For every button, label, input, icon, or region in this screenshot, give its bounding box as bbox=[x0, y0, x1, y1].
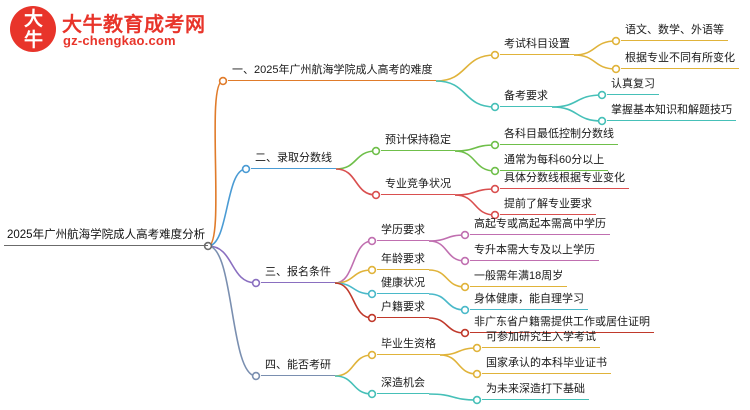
site-logo: 大 牛 大牛教育成考网 gz-chengkao.com bbox=[8, 6, 206, 54]
branch-4-child-1-leaf-2: 国家承认的本科毕业证书 bbox=[482, 355, 611, 374]
branch-4-child-2-leaf-1: 为未来深造打下基础 bbox=[482, 381, 589, 400]
branch-4-child-1-leaf-1: 可参加研究生入学考试 bbox=[482, 329, 600, 348]
branch-2-child-1-leaf-2: 通常为每科60分以上 bbox=[500, 152, 609, 171]
branch-1-child-1-leaf-2: 根据专业不同有所变化 bbox=[621, 50, 739, 69]
branch-3-label: 三、报名条件 bbox=[261, 264, 335, 283]
branch-2-child-1-leaf-1: 各科目最低控制分数线 bbox=[500, 126, 618, 145]
branch-1-child-2-leaf-2: 掌握基本知识和解题技巧 bbox=[607, 102, 736, 121]
logo-subtitle: gz-chengkao.com bbox=[63, 33, 176, 48]
branch-3-child-1-leaf-1: 高起专或高起本需高中学历 bbox=[470, 216, 610, 235]
branch-3-child-3: 健康状况 bbox=[377, 275, 429, 294]
logo-badge-line2: 牛 bbox=[23, 30, 43, 51]
branch-4-label: 四、能否考研 bbox=[261, 357, 335, 376]
root-node: 2025年广州航海学院成人高考难度分析 bbox=[4, 226, 209, 246]
branch-3-child-1: 学历要求 bbox=[377, 222, 429, 241]
branch-2-child-2-leaf-2: 提前了解专业要求 bbox=[500, 196, 596, 215]
branch-2-child-2: 专业竞争状况 bbox=[381, 176, 455, 195]
branch-2-child-2-leaf-1: 具体分数线根据专业变化 bbox=[500, 170, 629, 189]
logo-badge-icon: 大 牛 bbox=[10, 6, 56, 52]
logo-title: 大牛教育成考网 bbox=[62, 14, 206, 36]
branch-3-child-4-leaf-1: 非广东省户籍需提供工作或居住证明 bbox=[470, 314, 654, 333]
branch-2-label: 二、录取分数线 bbox=[251, 150, 336, 169]
branch-3-child-1-leaf-2: 专升本需大专及以上学历 bbox=[470, 242, 599, 261]
branch-1-child-1-leaf-1: 语文、数学、外语等 bbox=[621, 22, 728, 41]
branch-1-child-1: 考试科目设置 bbox=[500, 36, 574, 55]
branch-2-child-1: 预计保持稳定 bbox=[381, 132, 455, 151]
branch-4-child-1: 毕业生资格 bbox=[377, 336, 440, 355]
branch-3-child-4: 户籍要求 bbox=[377, 299, 429, 318]
logo-badge-line1: 大 bbox=[23, 9, 43, 30]
branch-1-child-2-leaf-1: 认真复习 bbox=[607, 76, 659, 95]
branch-1-child-2: 备考要求 bbox=[500, 88, 552, 107]
branch-3-child-2: 年龄要求 bbox=[377, 251, 429, 270]
branch-3-child-3-leaf-1: 身体健康，能自理学习 bbox=[470, 291, 588, 310]
branch-1-label: 一、2025年广州航海学院成人高考的难度 bbox=[228, 62, 437, 81]
branch-3-child-2-leaf-1: 一般需年满18周岁 bbox=[470, 268, 568, 287]
branch-4-child-2: 深造机会 bbox=[377, 375, 429, 394]
